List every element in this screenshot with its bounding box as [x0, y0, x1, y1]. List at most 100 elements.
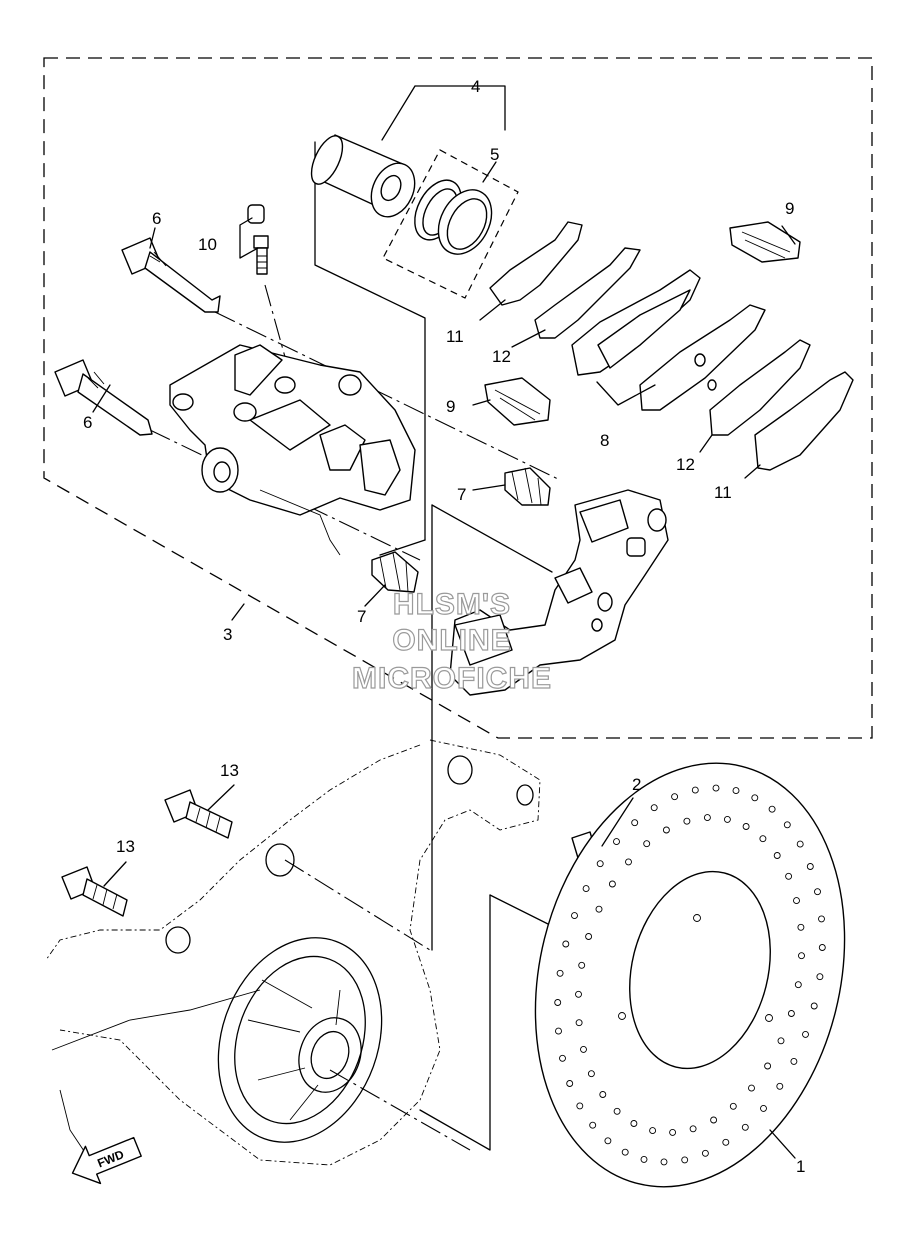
disc-hole: [741, 1123, 749, 1131]
disc-hole: [810, 1002, 818, 1010]
callout-5: 5: [490, 145, 499, 164]
brake-disc: [534, 762, 846, 1188]
watermark-line-2: ONLINE: [392, 624, 511, 657]
disc-hole: [691, 786, 699, 794]
disc-hole: [587, 1070, 595, 1078]
slide-pin-bolt-lower: [54, 359, 153, 436]
callout-13-upper: 13: [220, 761, 239, 780]
disc-hole: [554, 999, 562, 1006]
disc-hole: [796, 840, 804, 848]
callout-7-left: 7: [357, 607, 366, 626]
disc-hole: [703, 814, 711, 822]
disc-hole: [748, 1084, 755, 1092]
disc-hole: [751, 794, 759, 802]
disc-hole: [669, 1128, 677, 1136]
disc-hole: [710, 1116, 718, 1124]
disc-hole: [729, 1102, 737, 1110]
disc-hole: [802, 1030, 809, 1038]
disc-hole: [595, 905, 603, 913]
disc-hole: [559, 1054, 566, 1062]
disc-hole: [793, 897, 800, 905]
disc-hole: [814, 888, 821, 896]
disc-hole: [816, 973, 824, 981]
bleed-screw: [247, 204, 269, 275]
disc-hole: [621, 1148, 629, 1156]
disc-hole: [640, 1155, 648, 1163]
disc-hole: [578, 961, 586, 969]
disc-hole: [797, 923, 805, 931]
disc-hole: [562, 940, 570, 948]
disc-hole: [599, 1091, 607, 1098]
disc-hole: [613, 838, 620, 846]
callout-2: 2: [632, 775, 641, 794]
disc-hole: [759, 835, 767, 843]
callout-6-upper: 6: [152, 209, 161, 228]
callout-12-upper: 12: [492, 347, 511, 366]
pad-spring-upper: [729, 221, 801, 263]
disc-hole: [649, 1127, 657, 1135]
disc-hole: [683, 817, 691, 825]
disc-hole: [794, 981, 802, 989]
disc-hole: [787, 1010, 795, 1017]
disc-hole: [764, 1062, 772, 1070]
disc-hole: [650, 804, 658, 812]
reference-lines: [149, 141, 581, 1151]
callout-7-right: 7: [457, 485, 466, 504]
slide-pin-boots: [371, 467, 551, 593]
disc-hole: [575, 1019, 583, 1027]
disc-hole: [777, 1037, 785, 1045]
callout-12-lower: 12: [676, 455, 695, 474]
callout-9-upper: 9: [785, 199, 794, 218]
disc-hole: [582, 885, 590, 893]
callout-13-lower: 13: [116, 837, 135, 856]
disc-hole: [630, 1120, 638, 1127]
callout-1: 1: [796, 1157, 805, 1176]
disc-hole: [773, 852, 781, 859]
mounting-bolt-upper: [164, 789, 233, 839]
watermark-line-1: HLSM'S: [393, 588, 511, 621]
disc-hole: [660, 1158, 668, 1166]
disc-hole: [689, 1125, 697, 1133]
disc-hole: [589, 1121, 597, 1129]
disc-hole: [580, 1045, 587, 1053]
disc-hole: [613, 1107, 621, 1115]
disc-hole: [760, 1104, 767, 1112]
disc-hole: [625, 858, 632, 866]
swingarm-hub: [45, 739, 541, 1166]
disc-hole: [712, 784, 720, 792]
caliper-body: [169, 344, 416, 556]
disc-hole: [701, 1149, 709, 1157]
disc-hole: [662, 826, 670, 834]
watermark-line-3: MICROFICHE: [352, 662, 552, 695]
callout-6-lower: 6: [83, 413, 92, 432]
disc-hole: [818, 915, 825, 923]
caliper-bracket: [449, 489, 669, 696]
disc-hole: [576, 1102, 584, 1110]
callout-leaders: [92, 85, 796, 1159]
disc-hole: [671, 793, 679, 801]
disc-hole: [643, 840, 651, 848]
disc-hole: [596, 860, 604, 868]
disc-hole: [783, 821, 791, 829]
brake-piston: [310, 134, 416, 218]
disc-hole: [608, 880, 616, 888]
disc-hole: [556, 969, 564, 977]
disc-hole: [722, 1138, 730, 1146]
disc-hole: [575, 990, 582, 998]
pad-spring-lower: [484, 377, 551, 426]
disc-hole: [585, 933, 593, 940]
disc-hole: [742, 823, 750, 830]
callout-4: 4: [471, 77, 480, 96]
disc-hole: [555, 1027, 562, 1035]
callout-11-upper: 11: [446, 327, 464, 346]
disc-hole: [768, 805, 776, 813]
fwd-arrow-icon: FWD: [71, 1136, 142, 1185]
disc-hole: [806, 863, 814, 870]
disc-hole: [818, 944, 826, 951]
callout-8: 8: [600, 431, 609, 450]
mounting-bolt-lower: [61, 866, 128, 917]
callout-9-lower: 9: [446, 397, 455, 416]
disc-hole: [631, 819, 639, 827]
seal-kit-boundary: [382, 149, 519, 299]
